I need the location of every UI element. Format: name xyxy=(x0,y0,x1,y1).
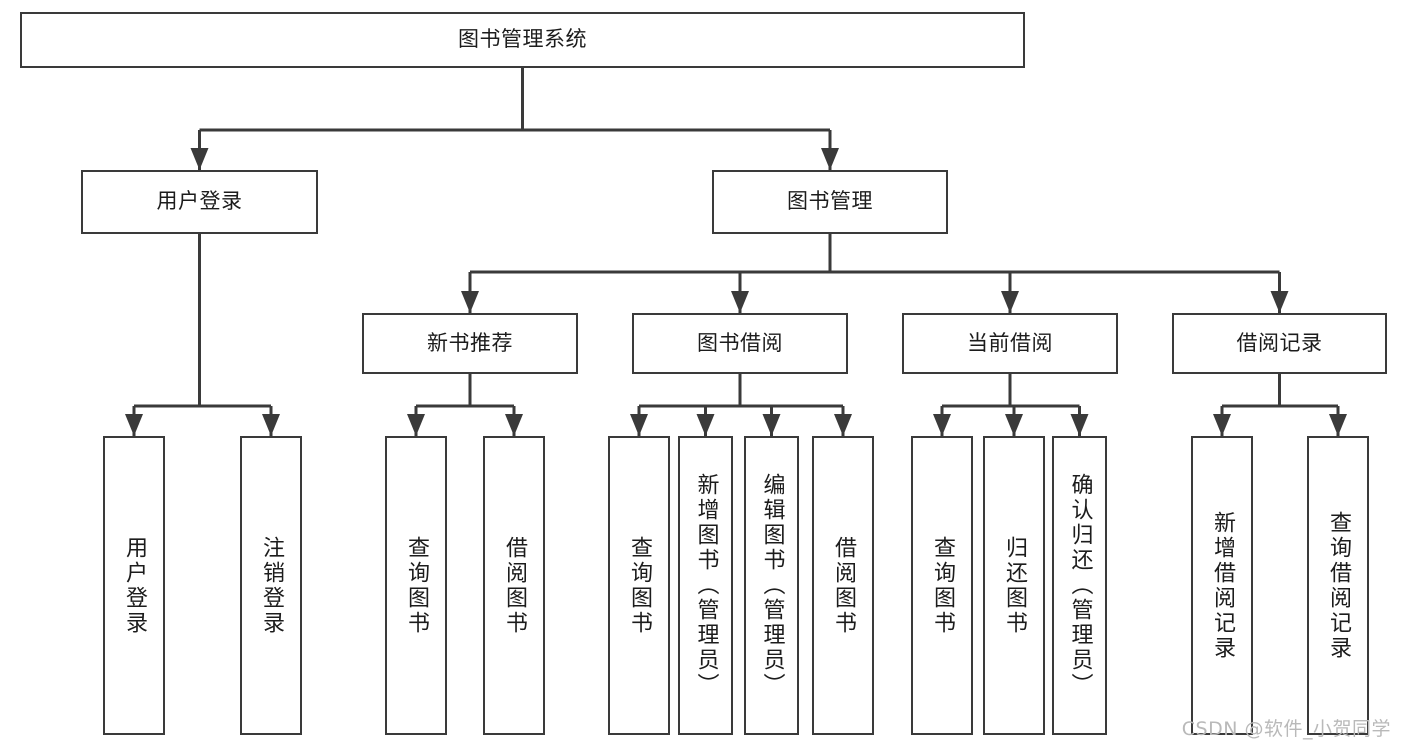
node-book-borrow[interactable]: 图书借阅 xyxy=(632,313,848,374)
node-current-borrow[interactable]: 当前借阅 xyxy=(902,313,1118,374)
node-leaf-user-login[interactable]: 用户登录 xyxy=(103,436,165,735)
node-leaf-confirm-return-label: 确认归还（管理员） xyxy=(1067,473,1093,698)
node-current-borrow-label: 当前借阅 xyxy=(967,330,1053,355)
node-leaf-confirm-return[interactable]: 确认归还（管理员） xyxy=(1052,436,1107,735)
node-leaf-query-book-1-label: 查询图书 xyxy=(404,535,429,636)
node-leaf-return-book[interactable]: 归还图书 xyxy=(983,436,1045,735)
node-user-login-label: 用户登录 xyxy=(156,189,243,214)
node-leaf-borrow-book-2-label: 借阅图书 xyxy=(831,535,856,636)
node-leaf-query-record[interactable]: 查询借阅记录 xyxy=(1307,436,1369,735)
node-leaf-query-book-2-label: 查询图书 xyxy=(627,535,652,636)
node-leaf-add-book-label: 新增图书（管理员） xyxy=(693,473,719,698)
csdn-watermark: CSDN @软件_小贺同学 xyxy=(1181,718,1391,740)
node-root[interactable]: 图书管理系统 xyxy=(20,12,1025,68)
node-book-borrow-label: 图书借阅 xyxy=(697,330,783,355)
node-book-manage[interactable]: 图书管理 xyxy=(712,170,948,234)
node-leaf-add-book[interactable]: 新增图书（管理员） xyxy=(678,436,733,735)
node-new-book-recommend-label: 新书推荐 xyxy=(427,330,513,355)
node-borrow-record-label: 借阅记录 xyxy=(1236,330,1323,355)
node-leaf-query-book-3[interactable]: 查询图书 xyxy=(911,436,973,735)
node-leaf-logout[interactable]: 注销登录 xyxy=(240,436,302,735)
node-leaf-user-login-label: 用户登录 xyxy=(122,535,147,636)
node-leaf-query-record-label: 查询借阅记录 xyxy=(1326,510,1351,661)
node-leaf-query-book-1[interactable]: 查询图书 xyxy=(385,436,447,735)
node-book-manage-label: 图书管理 xyxy=(787,189,873,214)
node-leaf-add-record-label: 新增借阅记录 xyxy=(1210,510,1235,661)
node-leaf-borrow-book-1[interactable]: 借阅图书 xyxy=(483,436,545,735)
node-leaf-add-record[interactable]: 新增借阅记录 xyxy=(1191,436,1253,735)
node-new-book-recommend[interactable]: 新书推荐 xyxy=(362,313,578,374)
node-leaf-logout-label: 注销登录 xyxy=(259,535,284,636)
node-leaf-query-book-3-label: 查询图书 xyxy=(930,535,955,636)
node-leaf-return-book-label: 归还图书 xyxy=(1002,535,1027,636)
node-user-login[interactable]: 用户登录 xyxy=(81,170,318,234)
node-leaf-borrow-book-1-label: 借阅图书 xyxy=(502,535,527,636)
node-borrow-record[interactable]: 借阅记录 xyxy=(1172,313,1387,374)
node-leaf-edit-book[interactable]: 编辑图书（管理员） xyxy=(744,436,799,735)
node-root-label: 图书管理系统 xyxy=(458,27,587,52)
node-leaf-edit-book-label: 编辑图书（管理员） xyxy=(759,473,785,698)
node-leaf-borrow-book-2[interactable]: 借阅图书 xyxy=(812,436,874,735)
node-leaf-query-book-2[interactable]: 查询图书 xyxy=(608,436,670,735)
